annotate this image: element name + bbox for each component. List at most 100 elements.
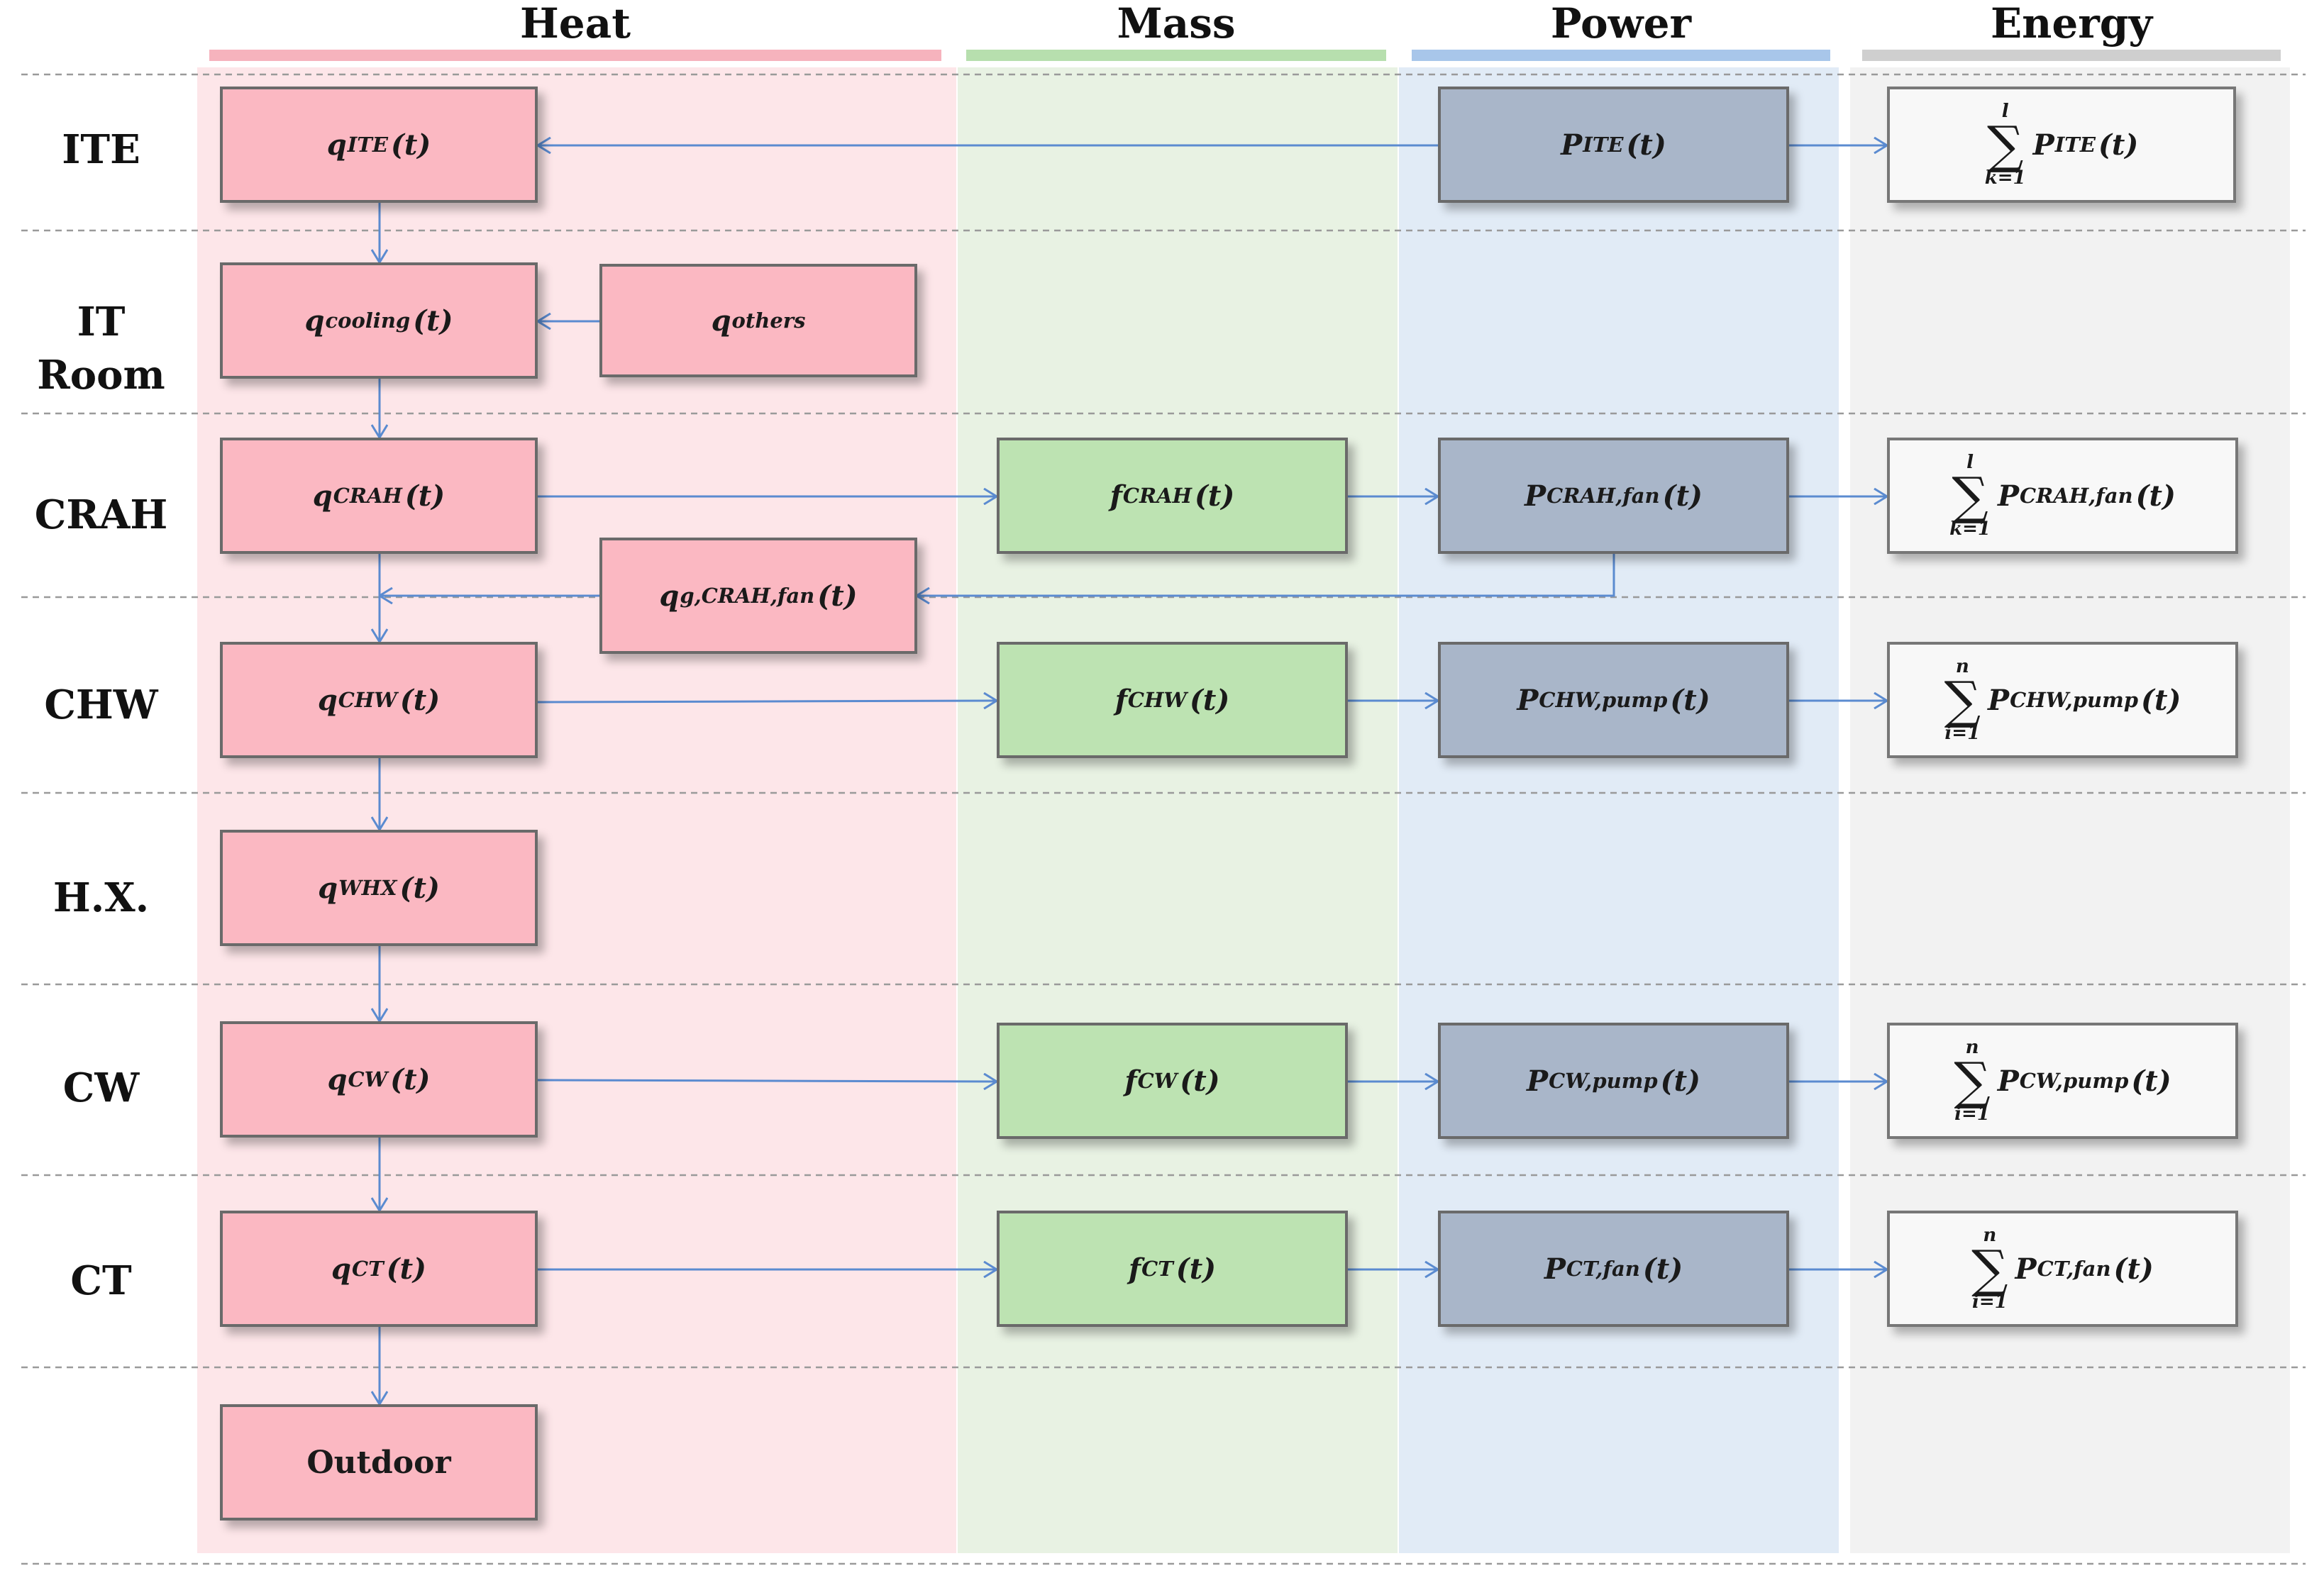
- q-g-crah-fan-subscript: g,CRAH,fan: [680, 584, 815, 608]
- p-ite-arg: (t): [1626, 128, 1666, 162]
- p-chw-pump-symbol: P: [1517, 683, 1539, 717]
- p-ct-fan-arg: (t): [1642, 1252, 1683, 1286]
- energy-chw-symbol: P: [1988, 683, 2010, 717]
- row-label-it-room-line1: IT: [77, 299, 126, 345]
- row-label-crah: CRAH: [34, 491, 168, 538]
- q-cooling-arg: (t): [413, 304, 453, 338]
- q-cw-symbol: q: [327, 1062, 348, 1096]
- row-label-chw: CHW: [44, 682, 158, 728]
- f-ct-subscript: CT: [1141, 1257, 1173, 1281]
- energy-cw-lower: i=1: [1954, 1104, 1990, 1125]
- f-ct-arg: (t): [1175, 1252, 1217, 1286]
- f-cw-arg: (t): [1180, 1064, 1220, 1098]
- q-whx-arg: (t): [399, 871, 440, 905]
- p-crah-fan-arg: (t): [1662, 479, 1703, 513]
- energy-ite-lower: k=1: [1984, 167, 2026, 189]
- f-crah-subscript: CRAH: [1122, 484, 1192, 508]
- q-ite-subscript: ITE: [347, 133, 388, 157]
- energy-ct-subscript: CT,fan: [2037, 1257, 2111, 1281]
- energy-ite-symbol: P: [2032, 128, 2054, 162]
- row-label-hx: H.X.: [52, 874, 150, 921]
- q-cooling-symbol: q: [304, 304, 325, 338]
- energy-crah-lower: k=1: [1949, 518, 1991, 540]
- energy-chw-upper: n: [1955, 656, 1969, 677]
- q-chw-symbol: q: [317, 683, 338, 717]
- energy-ite-subscript: ITE: [2054, 133, 2096, 157]
- q-ct-arg: (t): [386, 1252, 426, 1286]
- energy-ct-arg: (t): [2113, 1252, 2154, 1286]
- p-crah-fan-subscript: CRAH,fan: [1546, 484, 1660, 508]
- energy-crah-upper: l: [1966, 452, 1974, 473]
- q-chw-subscript: CHW: [338, 688, 397, 712]
- p-cw-pump-symbol: P: [1527, 1064, 1549, 1098]
- p-ct-fan-symbol: P: [1544, 1252, 1566, 1286]
- p-ite-symbol: P: [1561, 128, 1583, 162]
- energy-ite-arg: (t): [2098, 128, 2139, 162]
- energy-crah-arg: (t): [2135, 479, 2176, 513]
- p-ct-fan-subscript: CT,fan: [1566, 1257, 1640, 1281]
- p-ite-subscript: ITE: [1583, 133, 1624, 157]
- f-crah-symbol: f: [1110, 479, 1122, 513]
- sigma-icon: ∑: [1971, 1239, 2008, 1299]
- outdoor-box: Outdoor: [220, 1404, 538, 1521]
- q-chw-arg: (t): [399, 683, 441, 717]
- q-cw-subscript: CW: [348, 1067, 388, 1091]
- energy-header: Energy: [1990, 0, 2153, 48]
- sigma-icon: ∑: [1944, 670, 1981, 730]
- energy-header-bar: [1862, 50, 2281, 61]
- power-header: Power: [1550, 0, 1692, 48]
- sigma-icon: ∑: [1954, 1051, 1991, 1111]
- q-others-symbol: q: [711, 304, 731, 338]
- q-crah-arg: (t): [404, 479, 446, 513]
- energy-crah-subscript: CRAH,fan: [2020, 484, 2133, 508]
- q-ite-symbol: q: [326, 128, 347, 162]
- f-chw-arg: (t): [1189, 683, 1230, 717]
- q-whx-symbol: q: [318, 871, 338, 905]
- p-chw-pump-arg: (t): [1670, 683, 1710, 717]
- heat-header-bar: [209, 50, 941, 61]
- f-cw-symbol: f: [1124, 1064, 1137, 1098]
- row-label-ite: ITE: [62, 126, 140, 173]
- outdoor-label: Outdoor: [306, 1444, 451, 1481]
- energy-cw-symbol: P: [1997, 1064, 2019, 1098]
- f-chw-subscript: CHW: [1127, 688, 1187, 712]
- f-chw-symbol: f: [1114, 683, 1127, 717]
- heat-header: Heat: [519, 0, 631, 48]
- f-cw-subscript: CW: [1137, 1069, 1178, 1093]
- energy-chw-lower: i=1: [1944, 723, 1981, 744]
- q-whx-subscript: WHX: [338, 876, 397, 900]
- energy-ite-upper: l: [2001, 101, 2009, 122]
- q-cooling-subscript: cooling: [325, 309, 411, 333]
- energy-ct-upper: n: [1983, 1225, 1997, 1246]
- q-ite-arg: (t): [390, 128, 431, 162]
- q-crah-symbol: q: [312, 479, 333, 513]
- energy-cw-arg: (t): [2131, 1064, 2171, 1098]
- energy-ct-lower: i=1: [1971, 1291, 2008, 1313]
- row-label-it-room-line2: Room: [37, 352, 165, 399]
- p-cw-pump-subscript: CW,pump: [1549, 1069, 1658, 1093]
- energy-cw-upper: n: [1965, 1037, 1979, 1058]
- q-ct-symbol: q: [331, 1252, 351, 1286]
- power-header-bar: [1412, 50, 1830, 61]
